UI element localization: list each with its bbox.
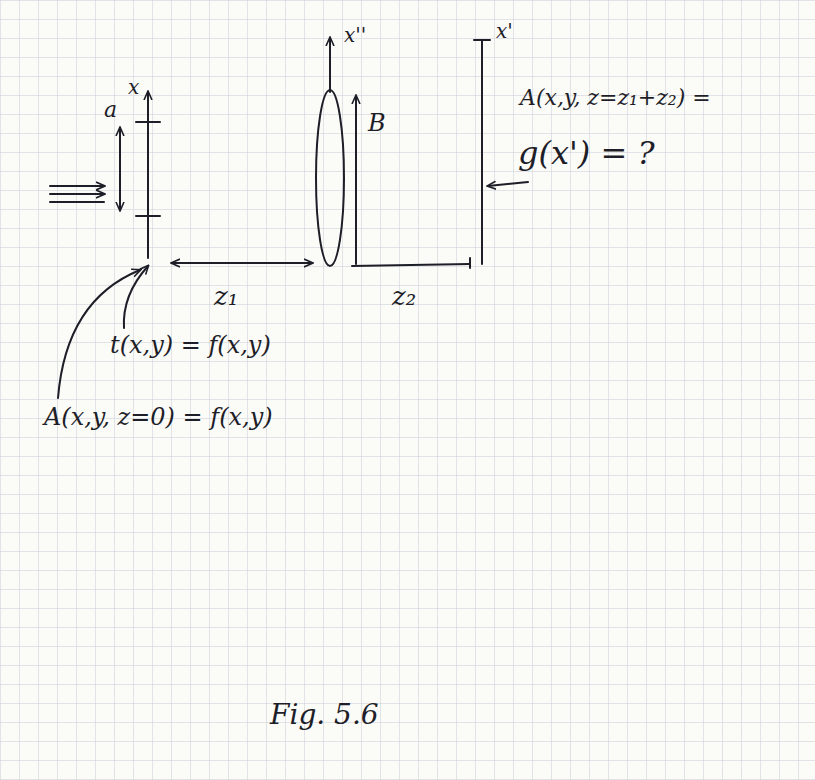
formula-label: A(x,y, z=0) = f(x,y) bbox=[44, 404, 273, 430]
distance-tick bbox=[469, 258, 471, 268]
aperture-tick bbox=[136, 121, 160, 123]
light-ray bbox=[50, 185, 104, 187]
formula-label: g(x') = ? bbox=[518, 136, 655, 171]
aperture-dimension bbox=[119, 168, 121, 210]
figure-caption: Fig. 5.6 bbox=[270, 700, 379, 731]
formula-label: x bbox=[128, 76, 139, 98]
image-tick bbox=[474, 39, 490, 41]
formula-label: t(x,y) = f(x,y) bbox=[110, 332, 271, 358]
object-axis bbox=[147, 92, 149, 258]
formula-label: B bbox=[368, 110, 386, 136]
image-axis bbox=[481, 40, 483, 264]
formula-label: x'' bbox=[344, 24, 366, 46]
light-ray bbox=[50, 201, 104, 203]
distance-dimension bbox=[352, 264, 470, 266]
aperture-dimension bbox=[119, 128, 121, 168]
distance-dimension bbox=[172, 262, 240, 264]
leader-arrow bbox=[488, 182, 528, 186]
formula-label: x' bbox=[496, 20, 513, 42]
formula-label: a bbox=[104, 98, 117, 122]
formula-label: z₂ bbox=[392, 282, 416, 311]
light-ray bbox=[50, 193, 104, 195]
lens-symbol bbox=[316, 90, 344, 266]
lens-axis bbox=[329, 38, 331, 92]
formula-label: A(x,y, z=z₁+z₂) = bbox=[520, 86, 711, 110]
aperture-tick bbox=[136, 215, 160, 217]
formula-label: z₁ bbox=[214, 282, 238, 311]
distance-dimension bbox=[240, 262, 312, 264]
lens-aperture-dimension bbox=[355, 96, 357, 264]
